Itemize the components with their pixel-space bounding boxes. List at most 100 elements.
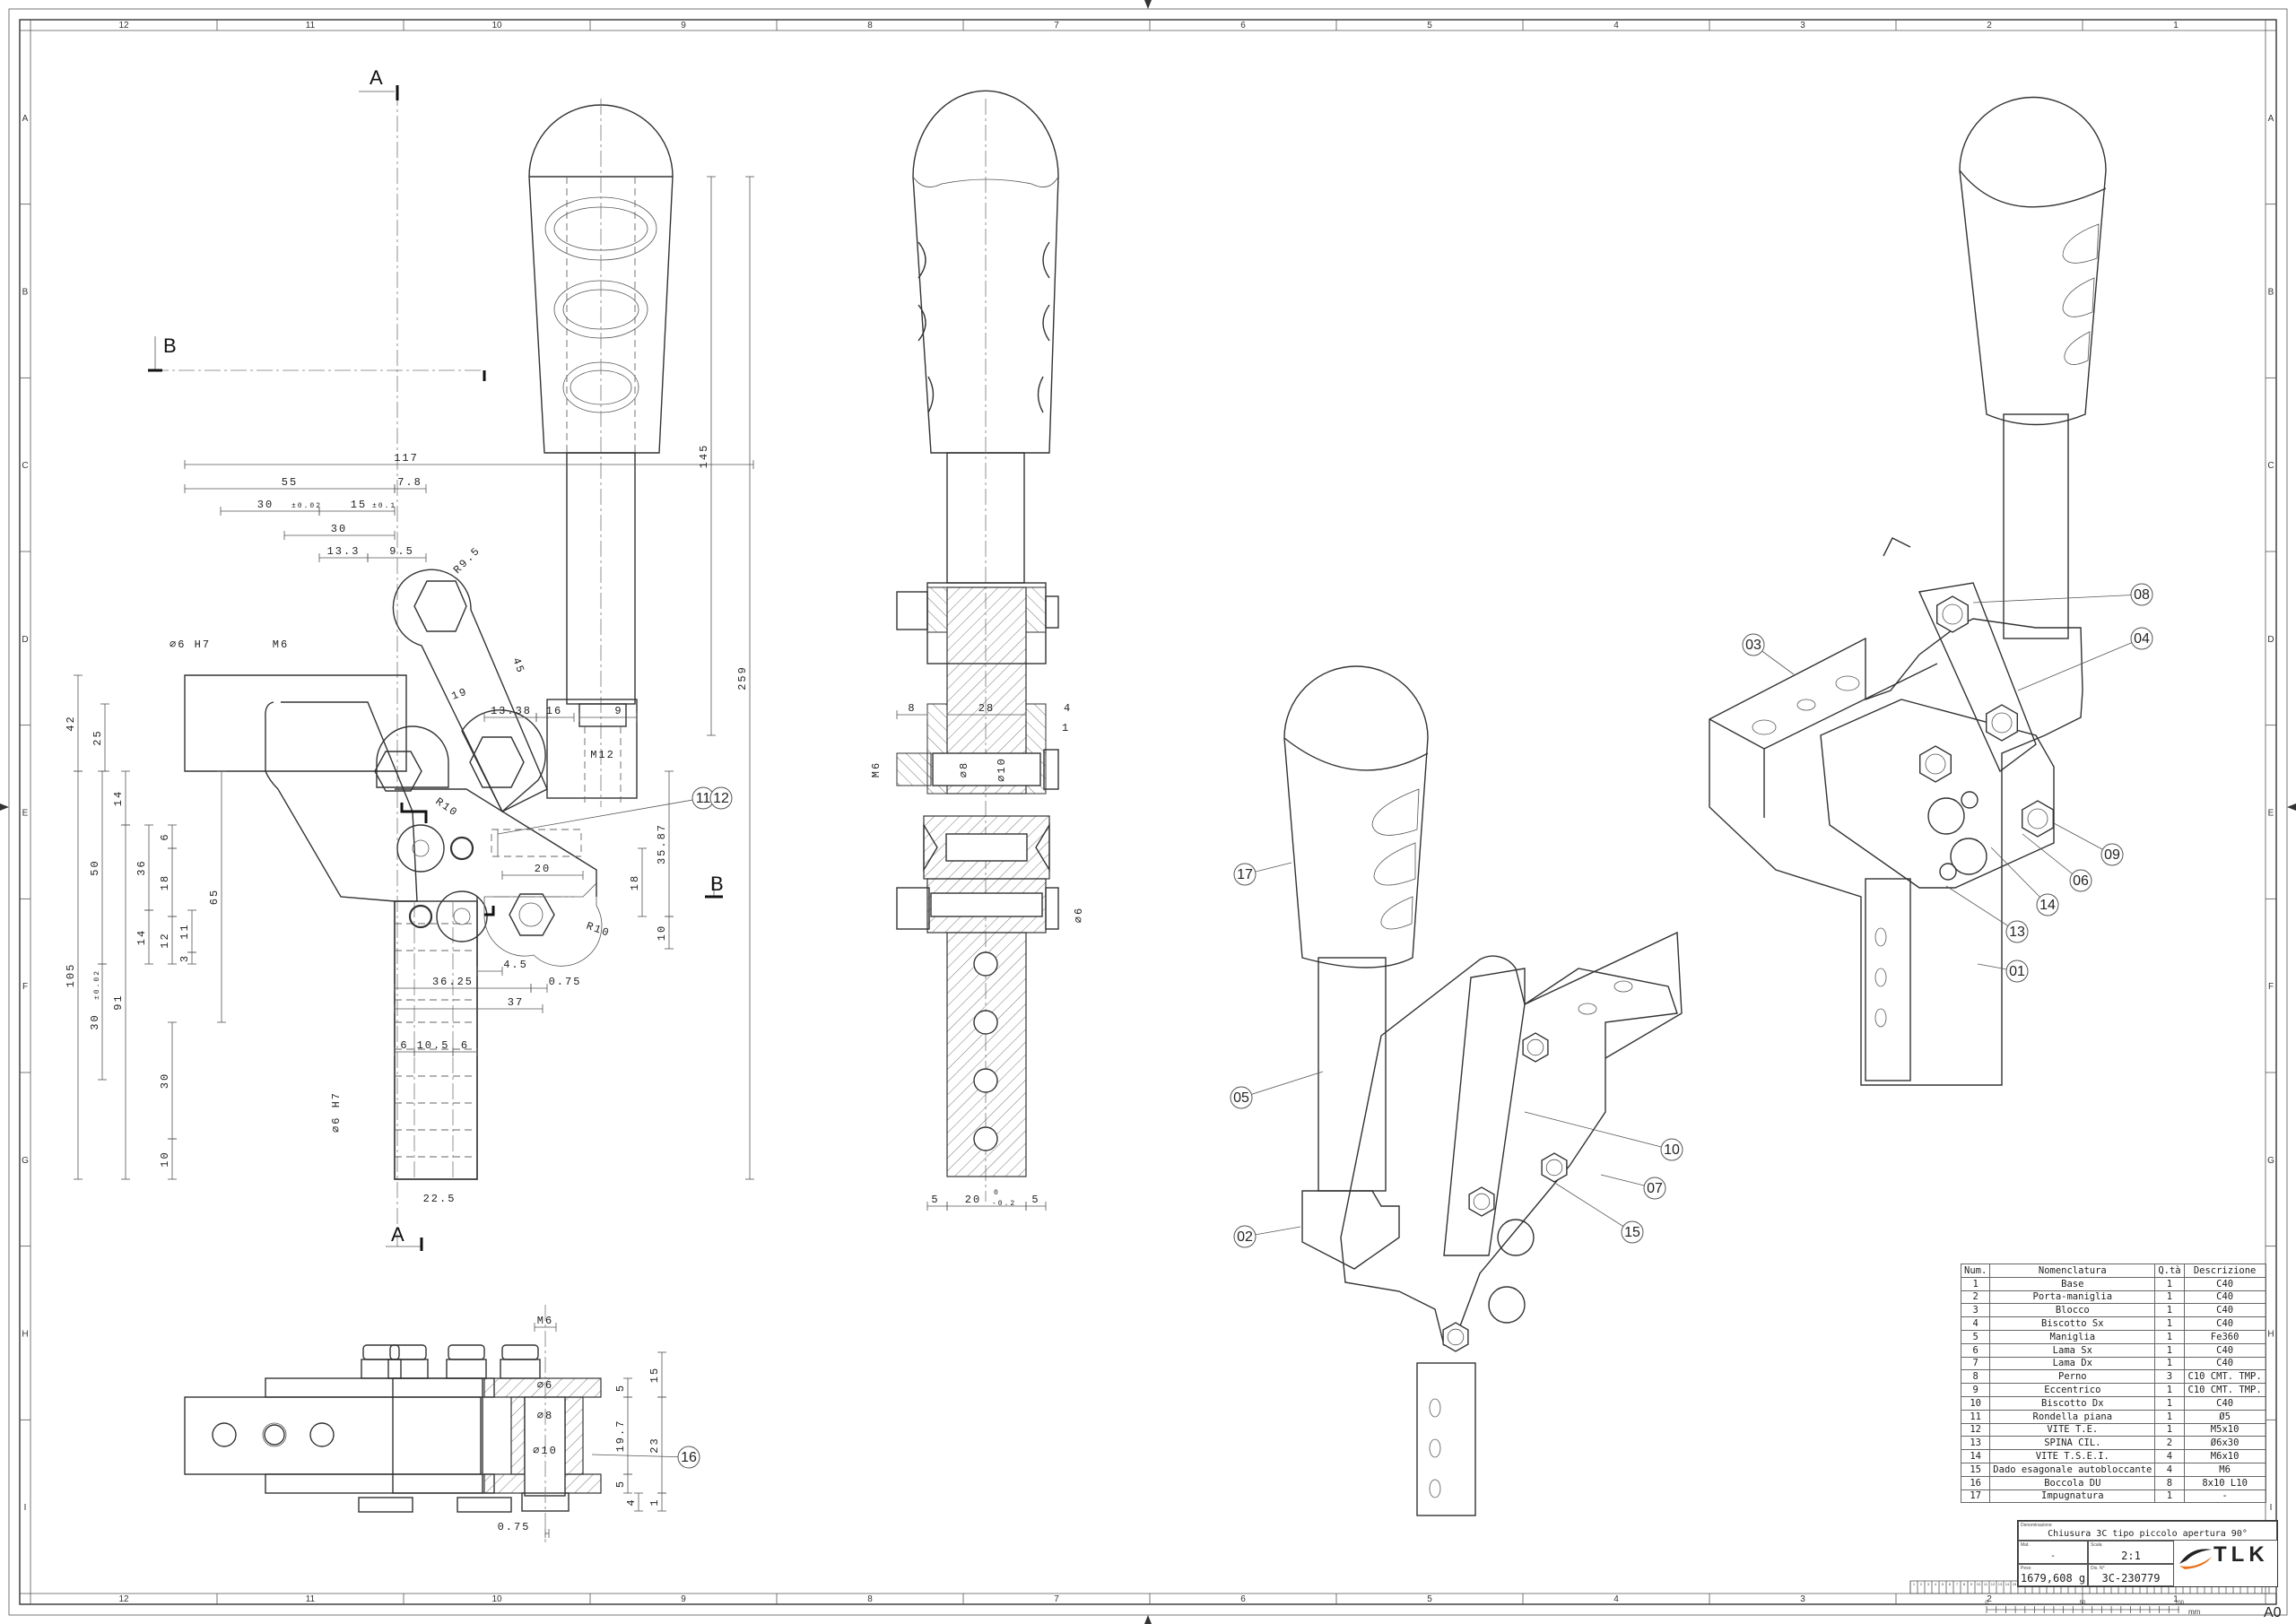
balloon-02 [1233, 1225, 1257, 1248]
border-row-A-left: A [22, 114, 29, 124]
front-view: A A B B [65, 66, 754, 1251]
zone-number: 8 [1963, 1582, 1966, 1586]
balloon-label-08: 08 [2134, 587, 2150, 603]
dim-30b: 30 [89, 1013, 101, 1029]
border-row-G-left: G [22, 1156, 29, 1166]
bom-cell-nomenclatura: Perno [1989, 1369, 2156, 1385]
bom-cell-num: 13 [1960, 1436, 1991, 1451]
bom-cell-nomenclatura: Blocco [1989, 1303, 2156, 1318]
logo-text: TLK [2213, 1542, 2269, 1567]
bom-cell-qty: 4 [2154, 1449, 2185, 1463]
border-col-10-top: 10 [491, 21, 502, 30]
bom-cell-num: 15 [1960, 1462, 1991, 1477]
dim-14a: 14 [112, 790, 125, 806]
zone-number: 6 [1949, 1582, 1952, 1586]
dim-6c: 6 [461, 1039, 469, 1052]
balloon-label-02: 02 [1237, 1229, 1253, 1245]
bom-cell-nomenclatura: Lama Sx [1989, 1342, 2156, 1358]
bom-header-nomenclatura: Nomenclatura [1989, 1264, 2156, 1278]
bom-cell-num: 4 [1960, 1316, 1991, 1331]
zone-number: 1 [1913, 1582, 1916, 1586]
drawing-number: 3C-230779 [2101, 1572, 2161, 1585]
border-col-8-bottom: 8 [867, 1594, 873, 1604]
bom-cell-num: 1 [1960, 1276, 1991, 1291]
balloon-01 [2005, 960, 2029, 983]
bom-cell-nomenclatura: Porta-maniglia [1989, 1290, 2156, 1305]
bom-cell-qty: 1 [2154, 1329, 2185, 1344]
dim-50: 50 [89, 859, 101, 875]
top-dim-5a: 5 [614, 1384, 627, 1392]
bom-cell-qty: 1 [2154, 1489, 2185, 1504]
scale-end: 100 [2175, 1601, 2185, 1606]
bom-cell-descrizione: M6 [2183, 1462, 2266, 1477]
dim-18b: 18 [629, 874, 641, 890]
top-dim-dia10: ⌀10 [533, 1445, 558, 1457]
tol-0-02b: ±0.02 [93, 969, 101, 1000]
balloon-label-07: 07 [1647, 1181, 1663, 1196]
bom-cell-qty: 1 [2154, 1342, 2185, 1358]
border-col-5-bottom: 5 [1427, 1594, 1432, 1604]
dim-25: 25 [91, 729, 104, 745]
bom-header-qty: Q.tà [2154, 1264, 2185, 1278]
sec-tol-lower: -0.2 [992, 1200, 1016, 1208]
balloon-label-14: 14 [2039, 898, 2056, 913]
balloon-10 [1660, 1138, 1683, 1161]
iso-handle-grip-2 [1959, 96, 2107, 426]
bom-cell-descrizione: C40 [2183, 1342, 2266, 1358]
bom-cell-descrizione: 8x10 L10 [2183, 1475, 2266, 1490]
border-row-I-right: I [2270, 1503, 2273, 1513]
bom-cell-descrizione: C40 [2183, 1303, 2266, 1318]
sec-tol-upper: 0 [994, 1189, 1000, 1197]
dim-19: 19 [450, 685, 470, 702]
balloon-17 [1233, 863, 1257, 886]
border-col-6-top: 6 [1240, 21, 1246, 30]
border-col-8-top: 8 [867, 21, 873, 30]
bom-cell-qty: 1 [2154, 1316, 2185, 1331]
balloon-05 [1230, 1086, 1253, 1109]
balloon-label-10: 10 [1664, 1142, 1680, 1158]
zone-number: 2 [1920, 1582, 1923, 1586]
balloon-12 [709, 786, 733, 810]
bom-cell-descrizione: M5x10 [2183, 1422, 2266, 1437]
tol-0-1: ±0.1 [372, 502, 396, 510]
bom-cell-nomenclatura: Boccola DU [1989, 1475, 2156, 1490]
balloon-label-04: 04 [2134, 631, 2150, 647]
balloon-label-15: 15 [1624, 1225, 1640, 1240]
border-col-3-bottom: 3 [1800, 1594, 1805, 1604]
border-col-2-bottom: 2 [1987, 1594, 1992, 1604]
top-dim-1: 1 [648, 1498, 661, 1506]
bom-cell-num: 8 [1960, 1369, 1991, 1385]
sec-dim-5b: 5 [1031, 1194, 1039, 1206]
dim-65: 65 [208, 889, 221, 905]
bom-cell-nomenclatura: Biscotto Sx [1989, 1316, 2156, 1331]
iso-handle-grip [1283, 665, 1429, 968]
company-logo: TLK [2178, 1539, 2274, 1584]
top-dim-23: 23 [648, 1437, 661, 1453]
center-mark-top [1144, 0, 1152, 9]
dim-6h7b: ⌀6 H7 [330, 1091, 343, 1133]
border-row-F-left: F [22, 982, 28, 992]
border-row-I-left: I [24, 1503, 27, 1513]
dim-0-75: 0.75 [549, 976, 582, 988]
border-row-B-right: B [2268, 288, 2274, 298]
border-row-B-left: B [22, 288, 29, 298]
bom-cell-qty: 4 [2154, 1462, 2185, 1477]
bom-cell-qty: 1 [2154, 1276, 2185, 1291]
tb-drawing-number: Dis. N° 3C-230779 [2088, 1564, 2174, 1586]
bom-cell-num: 16 [1960, 1475, 1991, 1490]
border-col-7-bottom: 7 [1054, 1594, 1059, 1604]
base-column [394, 900, 478, 1180]
dim-259: 259 [736, 665, 749, 690]
bom-cell-descrizione: Ø5 [2183, 1409, 2266, 1424]
border-row-E-right: E [2268, 809, 2274, 819]
border-row-D-right: D [2267, 635, 2274, 645]
